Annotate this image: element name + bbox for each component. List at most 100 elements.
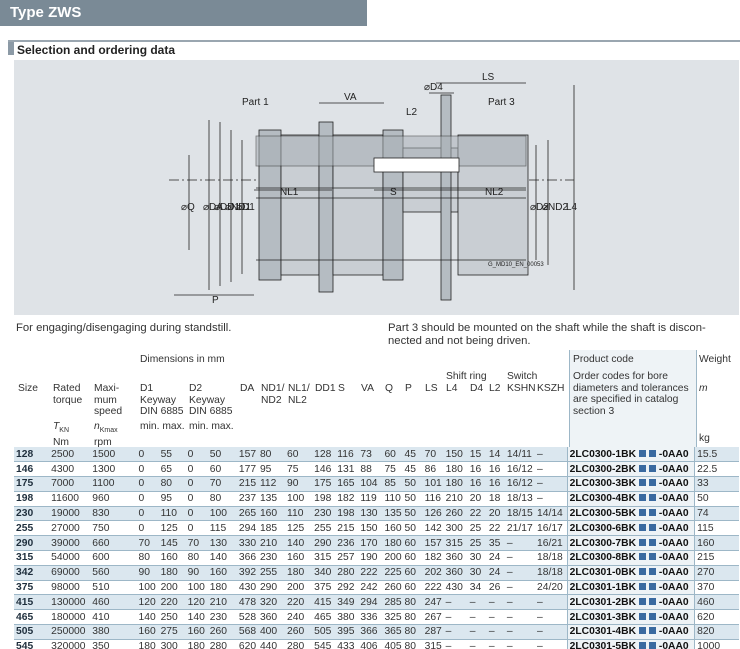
cell-nl: 100 [285,491,313,507]
cell-weight: 820 [694,624,739,640]
cell-ls: 222 [422,580,444,596]
product-code-header-bg [569,350,696,447]
section-title: Selection and ordering data [17,43,176,57]
cell-d2max: 115 [207,520,237,537]
placeholder-square-icon [649,642,657,649]
label-d2: ⌀D2 [530,202,549,213]
cell-d4: 20 [467,491,487,507]
cell-d2min: 0 [185,491,208,507]
col-da: DA [240,383,255,394]
cell-l2: 18 [486,491,505,507]
cell-l4: 360 [443,565,468,581]
cell-tkn: 2500 [49,447,91,463]
cell-q: 75 [382,461,403,478]
cell-n: 350 [90,639,137,649]
cell-kszh: – [535,639,568,649]
col-product-code: Product code [573,354,634,365]
label-ls: LS [482,72,495,83]
cell-d2min: 100 [185,580,208,596]
placeholder-square-icon [649,494,657,502]
col-s: S [338,383,345,394]
cell-ls: 287 [422,624,444,640]
cell-kshn: 18/15 [504,506,536,522]
cell-nl: 240 [285,609,313,626]
cell-d4: 25 [467,535,487,552]
cell-n: 600 [90,550,137,566]
cell-q: 60 [382,447,403,463]
shiftring-title: Shift ring [446,371,487,382]
cell-dd1: 545 [312,639,336,649]
cell-q: 225 [382,565,403,581]
cell-va: 150 [358,520,383,537]
cell-q: 110 [382,491,403,507]
col-p: P [405,383,412,394]
cell-p: 60 [402,580,423,596]
cell-size: 315 [14,550,50,566]
cell-nd: 255 [257,565,286,581]
cell-size: 198 [14,491,50,507]
cell-d2max: 280 [207,639,237,649]
cell-weight: 620 [694,609,739,626]
cell-dd1: 175 [312,476,336,492]
placeholder-square-icon [639,464,647,472]
cell-l4: 430 [443,580,468,596]
cell-kszh: – [535,447,568,463]
cell-l4: 300 [443,520,468,537]
cell-s: 257 [335,550,359,566]
col-l2: L2 [489,383,501,394]
cell-kshn: 21/17 [504,520,536,537]
cell-dd1: 290 [312,535,336,552]
cell-d2min: 0 [185,447,208,463]
cell-va: 190 [358,550,383,566]
section-marker [8,42,14,55]
cell-d4: – [467,594,487,611]
cell-dd1: 375 [312,580,336,596]
col-m: m [699,383,708,394]
cell-q: 180 [382,535,403,552]
cell-d2max: 230 [207,609,237,626]
placeholder-square-icon [649,583,657,591]
cell-p: 80 [402,639,423,649]
cell-tkn: 54000 [49,550,91,566]
cell-p: 60 [402,565,423,581]
cell-q: 405 [382,639,403,649]
col-dd1: DD1 [315,383,336,394]
cell-s: 292 [335,580,359,596]
col-nd: ND1/ND2 [261,383,285,406]
cell-product-code: 2LC0300-1BK -0AA0 [566,447,695,463]
cell-l4: 360 [443,550,468,566]
cell-size: 175 [14,476,50,492]
cell-kshn: – [504,594,536,611]
cell-tkn: 11600 [49,491,91,507]
cell-va: 73 [358,447,383,463]
cell-weight: 50 [694,491,739,507]
placeholder-square-icon [639,597,647,605]
cell-weight: 22.5 [694,461,739,478]
cell-d1min: 0 [136,520,159,537]
cell-d4: 34 [467,580,487,596]
cell-d4: 25 [467,520,487,537]
cell-size: 128 [14,447,50,463]
cell-size: 146 [14,461,50,478]
cell-size: 342 [14,565,50,581]
cell-d1max: 55 [158,447,186,463]
label-l2: L2 [406,107,418,118]
cell-d1min: 90 [136,565,159,581]
col-size: Size [18,383,39,394]
col-nl: NL1/NL2 [288,383,310,406]
cell-size: 375 [14,580,50,596]
cell-weight: 74 [694,506,739,522]
cell-p: 50 [402,491,423,507]
cell-n: 380 [90,624,137,640]
cell-product-code: 2LC0300-5BK -0AA0 [566,506,695,522]
cell-d1max: 180 [158,565,186,581]
cell-l2: – [486,609,505,626]
cell-nl: 110 [285,506,313,522]
placeholder-square-icon [649,568,657,576]
cell-ls: 247 [422,594,444,611]
cell-da: 237 [236,491,258,507]
placeholder-square-icon [649,449,657,457]
cell-da: 177 [236,461,258,478]
